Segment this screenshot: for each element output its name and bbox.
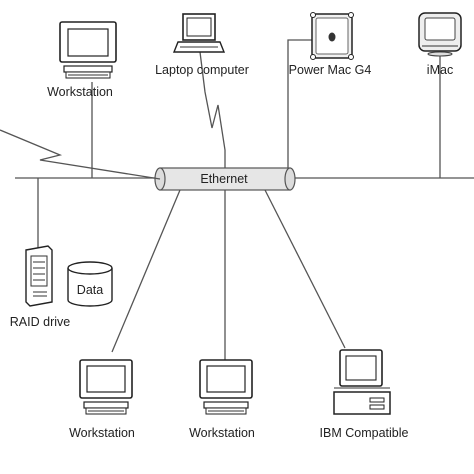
data-label: Data [77,283,103,297]
data-store: Data [67,261,113,307]
ibm-compatible: IBM Compatible [320,349,409,440]
imac-label: iMac [427,63,453,77]
database-icon [67,261,113,307]
imac-icon [418,12,462,57]
workstation-bottom-left: Workstation [69,359,135,440]
workstation-bottom-left-label: Workstation [69,426,135,440]
ethernet-hub: Ethernet [154,167,296,191]
ethernet-label: Ethernet [200,172,248,186]
power-mac-g4: Power Mac G4 [289,12,372,77]
workstation-icon [79,359,133,415]
workstation-top: Workstation [47,21,117,99]
connection-lines [37,39,441,360]
lightning-bolt-icon [0,129,161,180]
raid-drive: RAID drive [10,245,70,329]
laptop-label: Laptop computer [155,63,249,77]
laptop-computer: Laptop computer [155,13,249,77]
workstation-icon [199,359,253,415]
raid-label: RAID drive [10,315,70,329]
imac: iMac [418,12,462,77]
power-mac-icon [310,12,354,60]
workstation-top-label: Workstation [47,85,113,99]
workstation-bottom-mid-label: Workstation [189,426,255,440]
power-mac-label: Power Mac G4 [289,63,372,77]
raid-drive-icon [25,245,53,307]
ibm-label: IBM Compatible [320,426,409,440]
workstation-bottom-mid: Workstation [189,359,255,440]
laptop-icon [172,13,226,53]
workstation-icon [59,21,117,79]
ibm-compatible-icon [333,349,391,415]
